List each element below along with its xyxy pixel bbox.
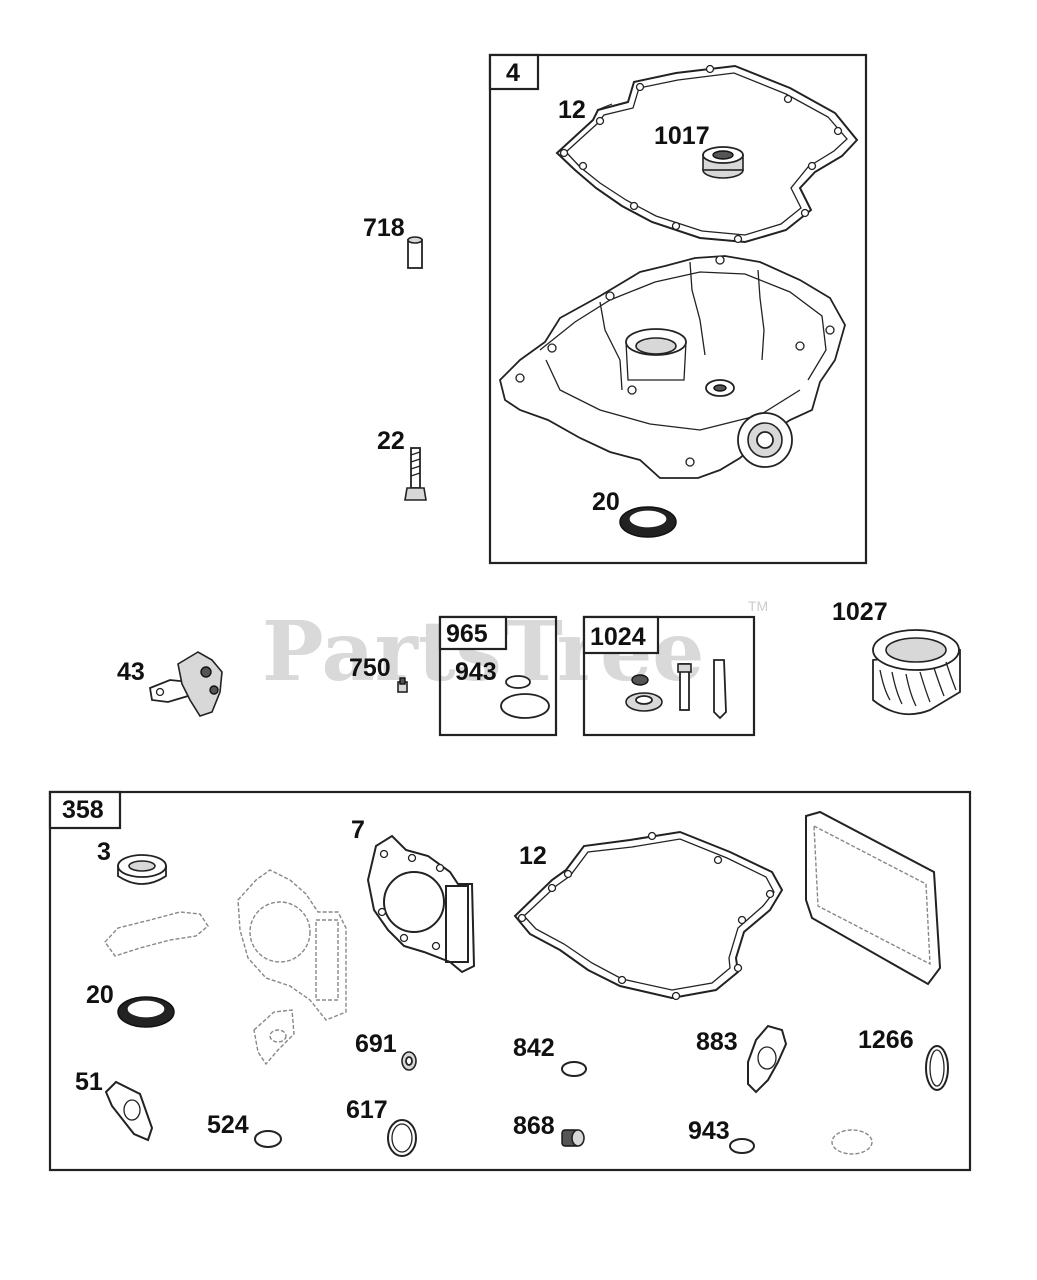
cylinder-head-gasket-dashed-part[interactable]	[237, 869, 347, 1021]
oring-1266-part[interactable]: 1266	[858, 1026, 949, 1091]
callout-43: 43	[117, 658, 145, 686]
seal-20-top-part[interactable]: 20	[592, 488, 677, 538]
callout-7: 7	[351, 816, 365, 844]
screw-part[interactable]: 750	[349, 654, 408, 693]
sump-gasket-set-part[interactable]: 12	[513, 830, 784, 1001]
gasket-883-part[interactable]: 883	[696, 1024, 788, 1094]
callout-1017: 1017	[654, 122, 710, 150]
callout-12-top: 12	[558, 96, 586, 124]
callout-51: 51	[75, 1068, 103, 1096]
cylinder-head-gasket-part[interactable]: 7	[351, 816, 476, 974]
oring-691-part[interactable]: 691	[355, 1030, 417, 1071]
oring-943-set-part[interactable]: 943	[688, 1117, 755, 1154]
governor-part[interactable]: 43	[117, 651, 223, 717]
gasket-51-part[interactable]: 51	[75, 1068, 154, 1142]
oring-842-part[interactable]: 842	[513, 1034, 587, 1077]
callout-691: 691	[355, 1030, 397, 1058]
kit-4-box[interactable]: 4	[488, 53, 868, 565]
valve-cover-gasket-part[interactable]	[805, 810, 942, 986]
callout-20-top: 20	[592, 488, 620, 516]
gasket-set-358-label: 358	[62, 796, 104, 824]
plug-868-part[interactable]: 868	[513, 1112, 585, 1147]
kit-965-label: 965	[446, 620, 488, 648]
bolt-part[interactable]: 22	[377, 427, 427, 501]
watermark-trademark: TM	[748, 598, 768, 614]
crankcase-sump-part[interactable]	[499, 255, 846, 479]
kit-4-label: 4	[506, 59, 520, 87]
dowel-pin-part[interactable]: 718	[363, 214, 423, 269]
dashed-oring-part[interactable]	[831, 1129, 873, 1155]
callout-3: 3	[97, 838, 111, 866]
callout-22: 22	[377, 427, 405, 455]
sump-gasket-part[interactable]: 12	[555, 64, 859, 244]
breather-gasket-dashed-part[interactable]	[253, 1009, 295, 1066]
callout-842: 842	[513, 1034, 555, 1062]
callout-943-set: 943	[688, 1117, 730, 1145]
callout-20-set: 20	[86, 981, 114, 1009]
gasket-set-358-box[interactable]: 358	[48, 790, 972, 1172]
callout-1266: 1266	[858, 1026, 914, 1054]
seal-20-set-part[interactable]: 20	[86, 981, 175, 1028]
kit-1024-box[interactable]: 1024	[582, 615, 756, 737]
kit-1024-label: 1024	[590, 623, 646, 651]
callout-617: 617	[346, 1096, 388, 1124]
oil-filter-part[interactable]: 1027	[832, 598, 961, 716]
callout-12-set: 12	[519, 842, 547, 870]
intake-gasket-part[interactable]	[104, 911, 209, 957]
callout-750: 750	[349, 654, 391, 682]
callout-943-kit: 943	[455, 658, 497, 686]
kit-965-box[interactable]: 965 943	[438, 615, 558, 737]
oring-617-part[interactable]: 617	[346, 1096, 417, 1157]
callout-524: 524	[207, 1111, 249, 1139]
callout-868: 868	[513, 1112, 555, 1140]
callout-883: 883	[696, 1028, 738, 1056]
oring-524-part[interactable]: 524	[207, 1111, 282, 1148]
seal-3-part[interactable]: 3	[97, 838, 167, 885]
callout-718: 718	[363, 214, 405, 242]
oil-cap-part[interactable]: 1017	[654, 122, 744, 179]
callout-1027: 1027	[832, 598, 888, 626]
